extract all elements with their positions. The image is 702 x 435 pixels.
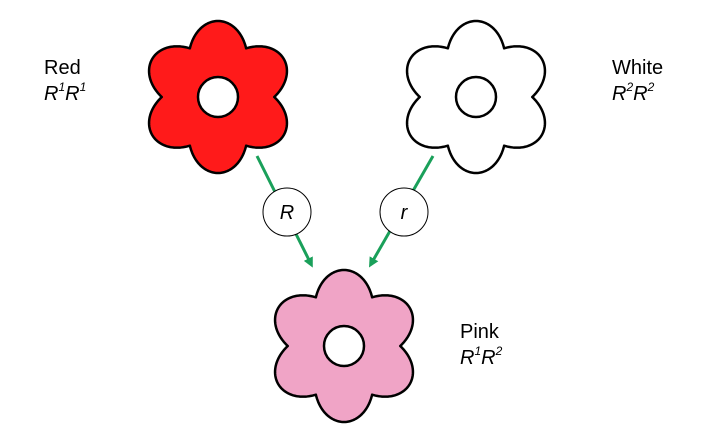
- red-parent-label: Red R1R1: [44, 55, 86, 107]
- white-genotype: R2R2: [612, 81, 663, 107]
- white-allele-1-base: R: [612, 83, 627, 105]
- pink-allele-2-sup: 2: [495, 344, 503, 359]
- white-flower-icon: [405, 19, 547, 175]
- red-allele-1-base: R: [44, 83, 59, 105]
- white-parent-label: White R2R2: [612, 55, 663, 107]
- pink-flower-center: [322, 324, 366, 368]
- pink-genotype: R1R2: [460, 345, 502, 371]
- gamete-left-circle: [262, 187, 312, 237]
- pink-offspring-label: Pink R1R2: [460, 319, 502, 371]
- red-allele-2-base: R: [65, 83, 80, 105]
- gamete-right-circle: [379, 187, 429, 237]
- gamete-left: R: [262, 187, 312, 237]
- white-allele-2-sup: 2: [647, 80, 655, 95]
- red-allele-1: R1: [44, 80, 66, 105]
- pink-allele-1-sup: 1: [474, 344, 482, 359]
- white-allele-2: R2: [633, 80, 655, 105]
- pink-allele-2-base: R: [481, 347, 496, 369]
- white-allele-1-sup: 2: [626, 80, 634, 95]
- white-allele-1: R2: [612, 80, 634, 105]
- gamete-right: r: [379, 187, 429, 237]
- pink-allele-1-base: R: [460, 347, 475, 369]
- red-genotype: R1R1: [44, 81, 86, 107]
- red-allele-2-sup: 1: [79, 80, 87, 95]
- pink-name: Pink: [460, 321, 499, 343]
- red-flower-center: [196, 75, 240, 119]
- red-name: Red: [44, 57, 81, 79]
- pink-allele-1: R1: [460, 344, 482, 369]
- red-allele-2: R1: [65, 80, 87, 105]
- gamete-right-label: r: [401, 202, 409, 224]
- white-name: White: [612, 57, 664, 79]
- white-flower-center: [454, 75, 498, 119]
- red-allele-1-sup: 1: [58, 80, 66, 95]
- white-allele-2-base: R: [633, 83, 648, 105]
- pink-flower-icon: [273, 268, 415, 424]
- gamete-left-label: R: [280, 202, 294, 224]
- pink-allele-2: R2: [481, 344, 503, 369]
- red-flower-icon: [147, 19, 289, 175]
